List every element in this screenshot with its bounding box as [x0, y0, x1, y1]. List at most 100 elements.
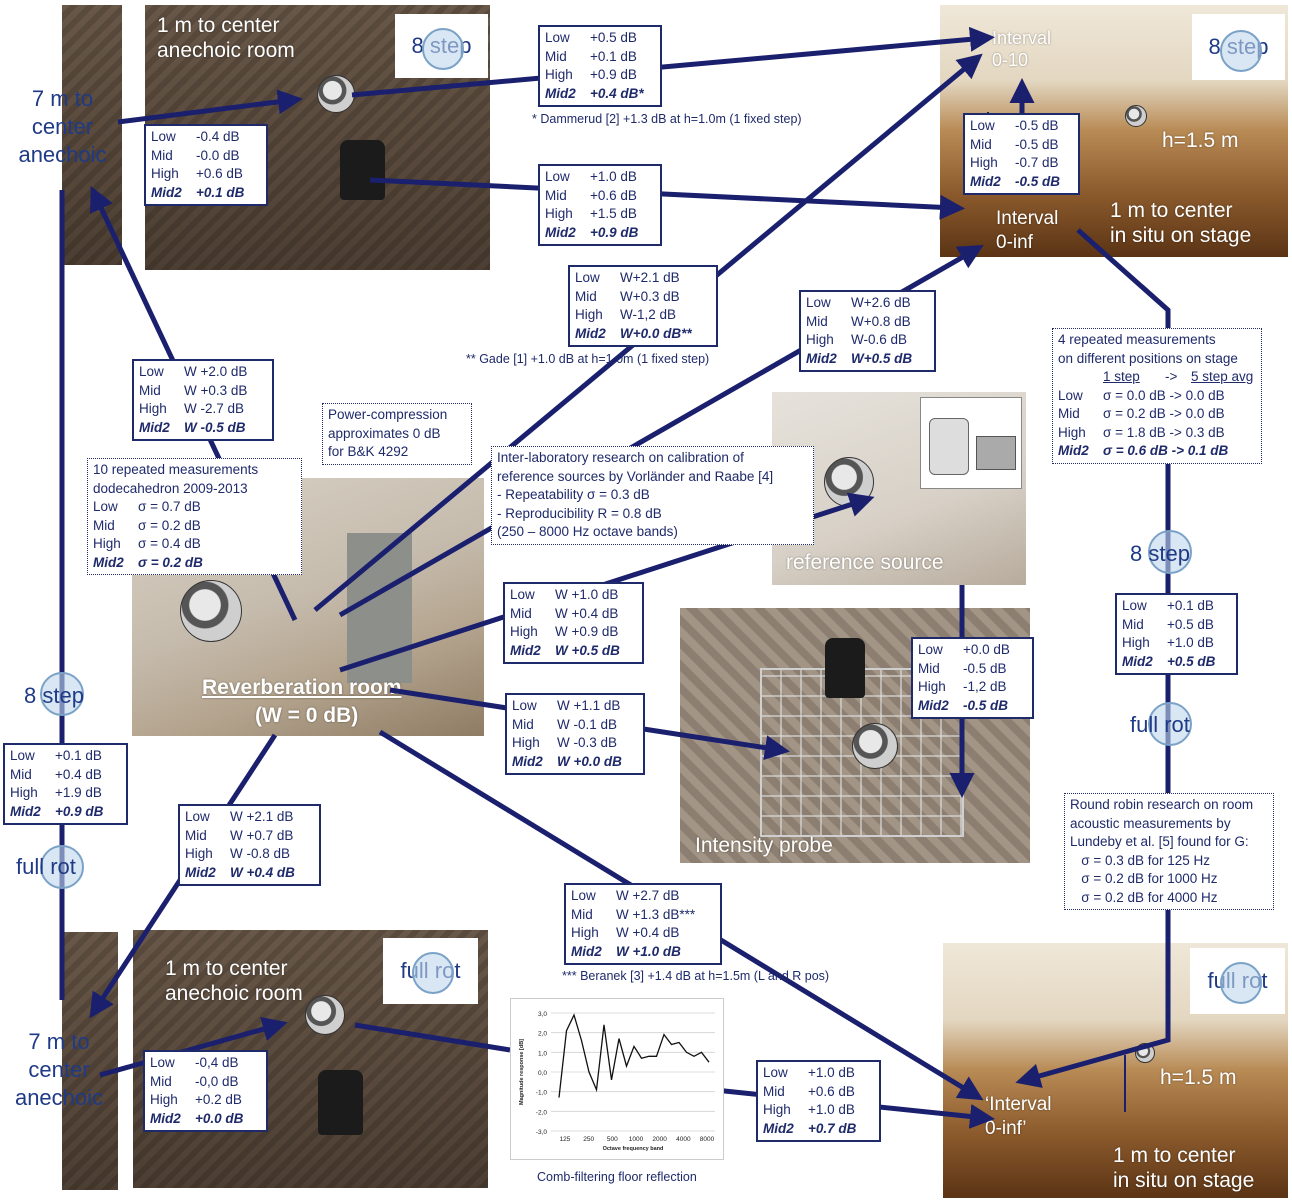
value-row-mid2: Mid2+0.4 dB*	[545, 85, 655, 104]
band-value: W-0.6 dB	[851, 332, 908, 347]
stage-bottom-center: 1 m to center in situ on stage	[1113, 1144, 1255, 1192]
stage-top-interval: Interval 0-10	[992, 28, 1052, 70]
value-row-mid: Mid+0.6 dB	[545, 187, 655, 206]
band-label: Mid2	[185, 864, 216, 880]
band-label: Mid2	[545, 224, 576, 240]
band-label: Low	[1058, 387, 1083, 403]
stage-top-target-icon	[1220, 30, 1262, 72]
band-value: +1.9 dB	[55, 785, 102, 800]
band-value: W +1.3 dB***	[616, 906, 696, 922]
anechoic-bottom-speaker	[305, 995, 345, 1035]
band-value: -0,4 dB	[195, 1055, 239, 1070]
chart-xtick-label: 2000	[652, 1136, 667, 1143]
band-value: W +1.1 dB	[557, 698, 621, 713]
band-label: Low	[806, 295, 831, 310]
band-value: σ = 0.0 dB -> 0.0 dB	[1103, 387, 1225, 403]
anech-top-target-icon	[422, 28, 464, 70]
band-label: Mid2	[151, 184, 182, 200]
band-value: +1.0 dB	[808, 1065, 855, 1080]
note-dammerud: * Dammerud [2] +1.3 dB at h=1.0m (1 fixe…	[532, 112, 802, 126]
value-row-high: High+1.5 dB	[545, 205, 655, 224]
band-value: -0.0 dB	[196, 147, 240, 163]
band-label: High	[150, 1092, 178, 1107]
band-label: Mid2	[806, 350, 837, 366]
value-row-low: Low-0,4 dB	[150, 1054, 261, 1073]
value-row-high: High+0.9 dB	[545, 66, 655, 85]
stage-head-a: 1 step	[1103, 369, 1140, 384]
value-row-mid2: Mid2+0.1 dB	[151, 184, 261, 203]
right-fullrot-target-icon	[1148, 702, 1192, 746]
value-row-mid2: Mid2+0.7 dB	[763, 1120, 874, 1139]
band-label: Mid2	[970, 173, 1001, 189]
value-row-mid: Mid+0.1 dB	[545, 48, 655, 67]
band-label: Low	[545, 30, 570, 45]
band-value: σ = 0.2 dB	[138, 554, 203, 570]
band-value: W +2.0 dB	[184, 364, 248, 379]
anechoic-bottom-operator	[318, 1070, 363, 1135]
band-label: Low	[545, 169, 570, 184]
band-label: High	[571, 925, 599, 940]
right-8step-badge: 8 step	[1130, 541, 1190, 566]
chart-xtick-label: 1000	[629, 1136, 644, 1143]
chart-xtick-label: 4000	[676, 1136, 691, 1143]
reference-inset	[920, 397, 1022, 489]
value-row-low: Low σ = 0.0 dB -> 0.0 dB	[1058, 387, 1256, 406]
band-value: W +1.0 dB	[616, 943, 681, 959]
band-label: Low	[10, 748, 35, 763]
band-value: W +0.5 dB	[555, 642, 620, 658]
chart-xtick-label: 125	[560, 1136, 571, 1143]
reference-speaker	[824, 457, 874, 507]
band-label: High	[575, 307, 603, 322]
band-label: Mid	[970, 136, 992, 152]
stage-repeated-head: 1 step -> 5 step avg	[1058, 368, 1256, 387]
band-label: High	[1058, 424, 1086, 440]
left-fullrot-target-icon	[40, 845, 84, 889]
value-row-high: High+1.9 dB	[10, 784, 121, 803]
band-value: +0.9 dB	[590, 67, 637, 82]
band-value: -0.4 dB	[196, 129, 240, 144]
band-value: -0.5 dB	[963, 697, 1009, 713]
value-row-mid: Mid-0.5 dB	[918, 660, 1027, 679]
band-label: High	[139, 401, 167, 416]
value-row-high: High-1,2 dB	[918, 678, 1027, 697]
band-value: σ = 0.2 dB	[138, 517, 201, 533]
band-value: W +0.0 dB	[557, 753, 622, 769]
band-label: Low	[185, 809, 210, 824]
band-value: -0.5 dB	[1015, 118, 1059, 133]
anech-bottom-target-icon	[412, 952, 454, 994]
value-row-mid2: Mid2-0.5 dB	[970, 173, 1073, 192]
left-fullrot-badge: full rot	[16, 854, 76, 879]
band-label: Mid	[139, 382, 161, 398]
band-label: Mid	[150, 1073, 172, 1089]
value-row-mid2: Mid2+0.5 dB	[1122, 653, 1231, 672]
probe-operator	[825, 638, 865, 698]
band-label: Low	[139, 364, 164, 379]
band-value: +0.6 dB	[196, 166, 243, 181]
value-row-low: Low -0.5 dB	[970, 117, 1073, 136]
value-row-mid: Mid+0.5 dB	[1122, 616, 1231, 635]
band-value: +0.6 dB	[808, 1083, 855, 1099]
band-label: Low	[970, 118, 995, 133]
band-label: Mid2	[918, 697, 949, 713]
band-label: Mid	[918, 660, 940, 676]
band-value: +0.4 dB	[55, 766, 102, 782]
value-row-low: Low+0.1 dB	[10, 747, 121, 766]
band-label: Low	[151, 129, 176, 144]
value-row-mid2: Mid2+0.9 dB	[545, 224, 655, 243]
stage-head-b: 5 step avg	[1191, 369, 1254, 384]
band-label: Mid2	[545, 85, 576, 101]
